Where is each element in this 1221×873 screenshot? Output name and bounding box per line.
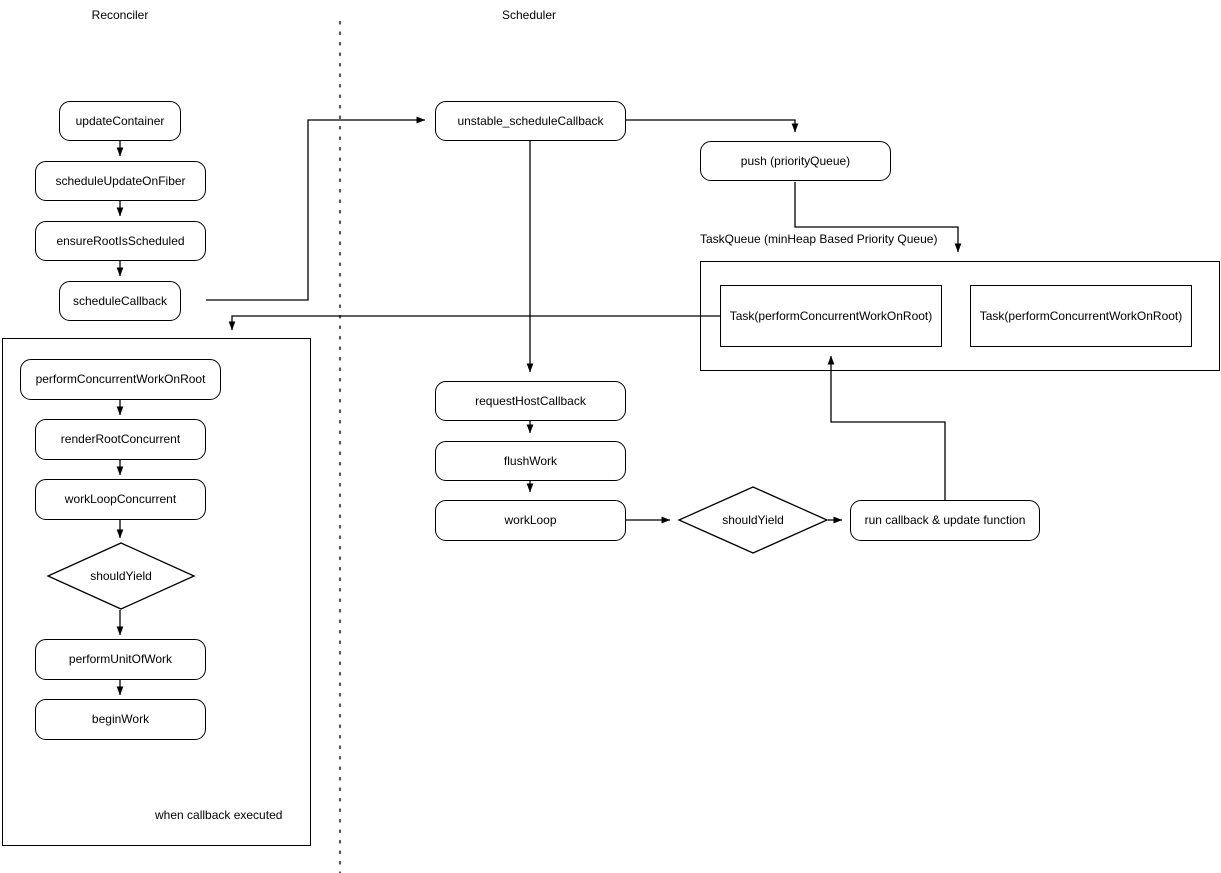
decision-should-yield-reconciler-label: shouldYield (90, 569, 152, 583)
callback-execution-container (2, 338, 311, 846)
node-ensure-root-is-scheduled[interactable]: ensureRootIsScheduled (35, 221, 206, 261)
node-work-loop-concurrent[interactable]: workLoopConcurrent (35, 479, 206, 520)
node-schedule-callback[interactable]: scheduleCallback (59, 281, 181, 321)
node-render-root-concurrent[interactable]: renderRootConcurrent (35, 419, 206, 460)
node-perform-concurrent-work-on-root[interactable]: performConcurrentWorkOnRoot (20, 359, 221, 400)
node-perform-unit-of-work[interactable]: performUnitOfWork (35, 639, 206, 680)
decision-should-yield-scheduler-label: shouldYield (722, 513, 784, 527)
task-queue-label: TaskQueue (minHeap Based Priority Queue) (700, 232, 938, 246)
node-flush-work[interactable]: flushWork (435, 441, 626, 481)
lane-title-scheduler: Scheduler (501, 8, 557, 22)
decision-should-yield-reconciler[interactable]: shouldYield (46, 542, 196, 610)
decision-should-yield-scheduler[interactable]: shouldYield (677, 486, 829, 554)
node-request-host-callback[interactable]: requestHostCallback (435, 381, 626, 421)
when-callback-executed-caption: when callback executed (155, 808, 283, 822)
node-begin-work[interactable]: beginWork (35, 699, 206, 740)
node-schedule-update-on-fiber[interactable]: scheduleUpdateOnFiber (35, 161, 206, 201)
node-work-loop[interactable]: workLoop (435, 500, 626, 541)
task-queue-container (700, 261, 1220, 371)
task-item-2[interactable]: Task(performConcurrentWorkOnRoot) (970, 285, 1192, 347)
node-push-priority-queue[interactable]: push (priorityQueue) (700, 141, 891, 181)
task-item-1[interactable]: Task(performConcurrentWorkOnRoot) (720, 285, 942, 347)
node-run-callback-update-function[interactable]: run callback & update function (850, 500, 1040, 541)
node-update-container[interactable]: updateContainer (59, 101, 181, 141)
lane-title-reconciler: Reconciler (91, 8, 149, 22)
node-unstable-schedule-callback[interactable]: unstable_scheduleCallback (435, 101, 626, 141)
